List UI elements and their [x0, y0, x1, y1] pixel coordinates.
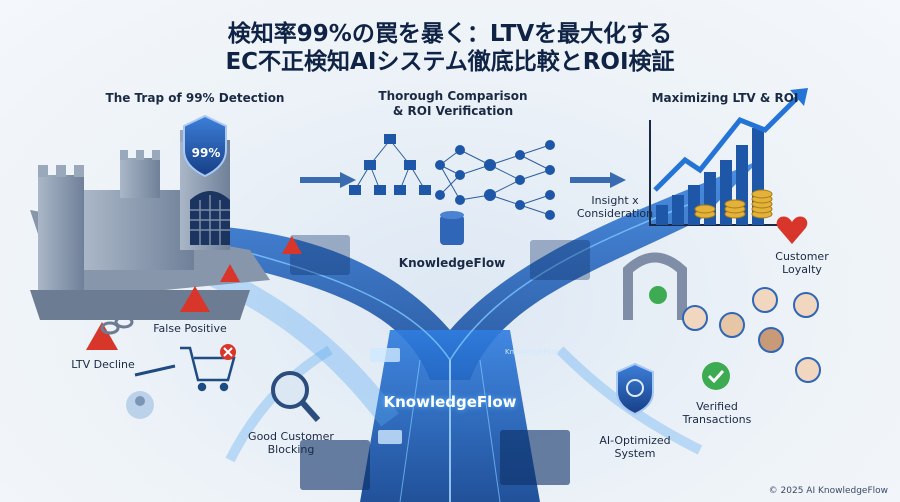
loyalty-line1: Customer [775, 250, 829, 263]
section-title-comparison: Thorough Comparison & ROI Verification [368, 89, 538, 119]
ai-optimized-line2: System [614, 447, 656, 460]
arrow-right-2-head [610, 172, 626, 188]
magnifier-icon [271, 371, 309, 409]
brain-icon [626, 379, 644, 397]
ltv-decline-label: LTV Decline [71, 358, 135, 371]
false-positive-label: False Positive [153, 322, 227, 335]
magnifier-handle [299, 400, 321, 422]
heart-icon [776, 216, 808, 244]
verified-line2: Transactions [682, 413, 752, 426]
knowledgeflow-mid-label: KnowledgeFlow [398, 256, 506, 270]
knowledgeflow-small-label: KnowledgeFlow [505, 348, 560, 356]
insight-line2: Consideration [576, 207, 654, 220]
ai-optimized-line1: AI-Optimized [599, 434, 671, 447]
verification-gate [623, 252, 687, 320]
section-title-comparison-line1: Thorough Comparison [378, 89, 528, 103]
neural-network-diagram [349, 134, 555, 245]
reject-x [223, 347, 233, 357]
insight-consideration-label: Insight x Consideration [570, 194, 660, 220]
arrow-right-1-head [340, 172, 356, 188]
footer-copyright: © 2025 AI KnowledgeFlow [768, 486, 888, 496]
loyalty-line2: Loyalty [782, 263, 822, 276]
section-title-trap: The Trap of 99% Detection [105, 91, 285, 105]
knowledgeflow-main-label: KnowledgeFlow [383, 393, 517, 411]
good-customer-blocking-label: Good Customer Blocking [236, 430, 346, 456]
sad-customer-head [135, 396, 145, 406]
coin-stacks [694, 189, 773, 219]
broken-chain-icon [100, 291, 174, 335]
customer-loyalty-label: Customer Loyalty [762, 250, 842, 276]
good-customer-line2: Blocking [267, 443, 315, 456]
verified-check-icon [702, 362, 730, 390]
arrow-left [134, 364, 176, 377]
ai-optimized-system-label: AI-Optimized System [590, 434, 680, 460]
main-title-line1: 検知率99%の罠を暴く：LTVを最大化する [227, 21, 673, 47]
verified-transactions-label: Verified Transactions [672, 400, 762, 426]
warning-icon [86, 236, 302, 350]
verified-check-mark [707, 369, 725, 384]
verified-line1: Verified [696, 400, 738, 413]
section-title-maximizing: Maximizing LTV & ROI [651, 91, 799, 105]
customer-avatars [682, 287, 821, 383]
data-stream [170, 160, 760, 502]
ai-brain-shield-icon [616, 362, 654, 416]
shield-percentage: 99% [191, 146, 221, 160]
section-title-comparison-line2: & ROI Verification [392, 104, 514, 118]
insight-line1: Insight x [591, 194, 639, 207]
gate-check-icon [649, 286, 667, 304]
shield-icon [183, 114, 227, 178]
good-customer-line1: Good Customer [248, 430, 334, 443]
main-title-line2: EC不正検知AIシステム徹底比較とROI検証 [225, 49, 675, 75]
